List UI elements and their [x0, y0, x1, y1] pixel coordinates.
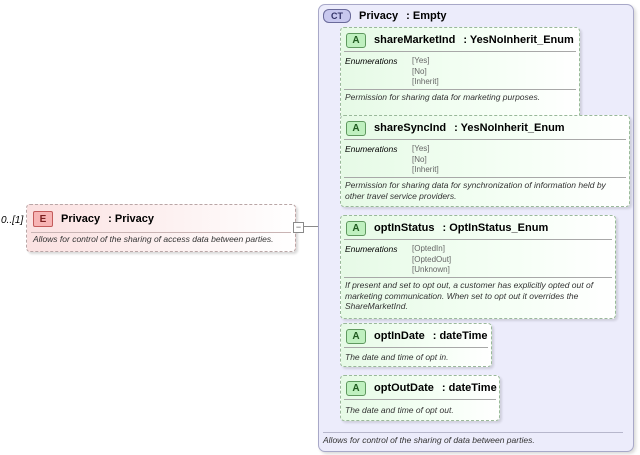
enum-value: [Unknown]	[412, 265, 450, 274]
attribute-opt-out-date[interactable]: A optOutDate : dateTime The date and tim…	[340, 375, 500, 421]
element-documentation: Allows for control of the sharing of acc…	[33, 234, 274, 244]
complex-type-header: CT Privacy : Empty	[323, 8, 447, 24]
element-divider	[31, 232, 291, 233]
enum-value: [Inherit]	[412, 77, 439, 86]
enum-value: [No]	[412, 66, 427, 76]
attribute-header: A shareMarketInd : YesNoInherit_Enum	[346, 32, 574, 48]
complex-type-divider	[323, 432, 623, 433]
element-name: Privacy	[61, 213, 101, 225]
connector-line	[303, 226, 329, 227]
element-type: : Privacy	[108, 213, 155, 225]
attribute-name: shareSyncInd	[374, 122, 447, 134]
attribute-badge-icon: A	[346, 32, 366, 48]
attribute-badge-icon: A	[346, 328, 366, 344]
complex-type-type: : Empty	[406, 10, 447, 22]
complex-type-documentation: Allows for control of the sharing of dat…	[323, 435, 535, 445]
sequence-collapse-icon[interactable]: −	[293, 222, 304, 233]
enumerations-label: Enumerations	[345, 244, 398, 254]
attribute-documentation: The date and time of opt out.	[345, 405, 454, 415]
occurrence-label: 0..[1]	[1, 215, 24, 226]
attribute-share-sync-ind[interactable]: A shareSyncInd : YesNoInherit_Enum Enume…	[340, 115, 630, 207]
enum-value: [Inherit]	[412, 165, 439, 174]
attribute-header: A optInStatus : OptInStatus_Enum	[346, 220, 548, 236]
attribute-divider	[344, 347, 488, 348]
enum-value: [Yes]	[412, 56, 430, 65]
element-badge-icon: E	[33, 211, 53, 227]
attribute-opt-in-status[interactable]: A optInStatus : OptInStatus_Enum Enumera…	[340, 215, 616, 319]
attribute-name: optOutDate	[374, 382, 434, 394]
attribute-documentation: The date and time of opt in.	[345, 352, 449, 362]
attribute-divider	[344, 51, 576, 52]
enumerations-label: Enumerations	[345, 144, 398, 154]
attribute-badge-icon: A	[346, 220, 366, 236]
attribute-type: : dateTime	[432, 330, 488, 342]
attribute-badge-icon: A	[346, 380, 366, 396]
attribute-documentation: Permission for sharing data for synchron…	[345, 180, 606, 201]
attribute-doc-divider	[344, 277, 612, 278]
complex-type-name: Privacy	[359, 10, 399, 22]
attribute-header: A optOutDate : dateTime	[346, 380, 497, 396]
element-privacy[interactable]: E Privacy : Privacy Allows for control o…	[26, 204, 296, 252]
enumeration-values: [Yes] [No] [Inherit]	[412, 144, 439, 176]
attribute-name: shareMarketInd	[374, 34, 456, 46]
attribute-badge-icon: A	[346, 120, 366, 136]
attribute-documentation: If present and set to opt out, a custome…	[345, 280, 594, 311]
attribute-header: A optInDate : dateTime	[346, 328, 488, 344]
attribute-opt-in-date[interactable]: A optInDate : dateTime The date and time…	[340, 323, 492, 367]
attribute-documentation: Permission for sharing data for marketin…	[345, 92, 541, 102]
element-header: E Privacy : Privacy	[33, 210, 154, 228]
attribute-type: : dateTime	[441, 382, 497, 394]
attribute-doc-divider	[344, 177, 626, 178]
enum-value: [No]	[412, 154, 427, 164]
attribute-name: optInDate	[374, 330, 425, 342]
attribute-header: A shareSyncInd : YesNoInherit_Enum	[346, 120, 565, 136]
enumeration-values: [Yes] [No] [Inherit]	[412, 56, 439, 88]
enum-value: [Yes]	[412, 144, 430, 153]
attribute-name: optInStatus	[374, 222, 435, 234]
complex-type-badge-icon: CT	[323, 9, 351, 23]
attribute-divider	[344, 399, 496, 400]
enumerations-label: Enumerations	[345, 56, 398, 66]
attribute-doc-divider	[344, 89, 576, 90]
attribute-type: : YesNoInherit_Enum	[454, 122, 565, 134]
attribute-share-market-ind[interactable]: A shareMarketInd : YesNoInherit_Enum Enu…	[340, 27, 580, 119]
enum-value: [OptedOut]	[412, 254, 452, 264]
attribute-type: : OptInStatus_Enum	[442, 222, 549, 234]
attribute-divider	[344, 139, 626, 140]
enum-value: [OptedIn]	[412, 244, 445, 253]
attribute-divider	[344, 239, 612, 240]
enumeration-values: [OptedIn] [OptedOut] [Unknown]	[412, 244, 451, 276]
attribute-type: : YesNoInherit_Enum	[463, 34, 574, 46]
